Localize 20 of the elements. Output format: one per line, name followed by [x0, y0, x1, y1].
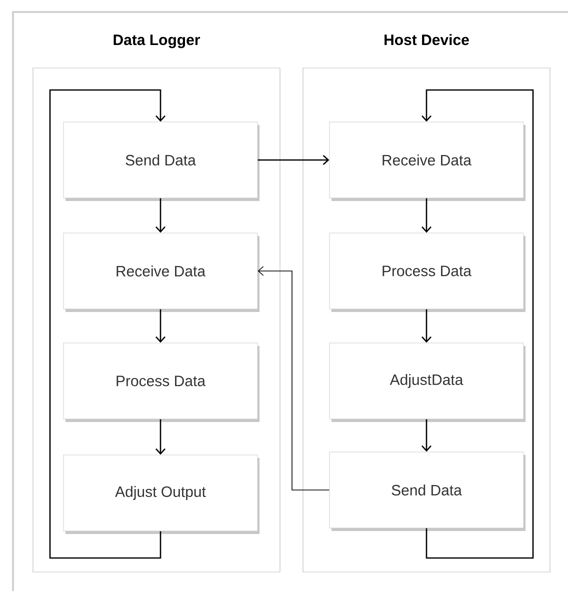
- process-box: Receive Data: [63, 232, 260, 312]
- process-box: AdjustData: [329, 342, 526, 422]
- process-box: Send Data: [329, 452, 526, 531]
- arrow: [422, 198, 432, 233]
- arrow: [49, 89, 166, 559]
- arrow: [258, 266, 330, 490]
- process-box: Adjust Output: [63, 454, 260, 534]
- arrow: [258, 155, 330, 165]
- process-box: Process Data: [329, 232, 526, 312]
- node-label: Data Logger: [114, 34, 200, 48]
- node-label: Host Device: [384, 34, 469, 46]
- process-box: Send Data: [63, 122, 260, 201]
- arrow: [156, 309, 166, 343]
- arrow: [422, 419, 432, 452]
- process-box: Receive Data: [329, 122, 526, 201]
- arrow: [156, 198, 166, 233]
- arrow: [422, 89, 534, 559]
- arrow: [156, 419, 166, 455]
- process-box: Process Data: [63, 342, 260, 422]
- arrow: [422, 309, 432, 343]
